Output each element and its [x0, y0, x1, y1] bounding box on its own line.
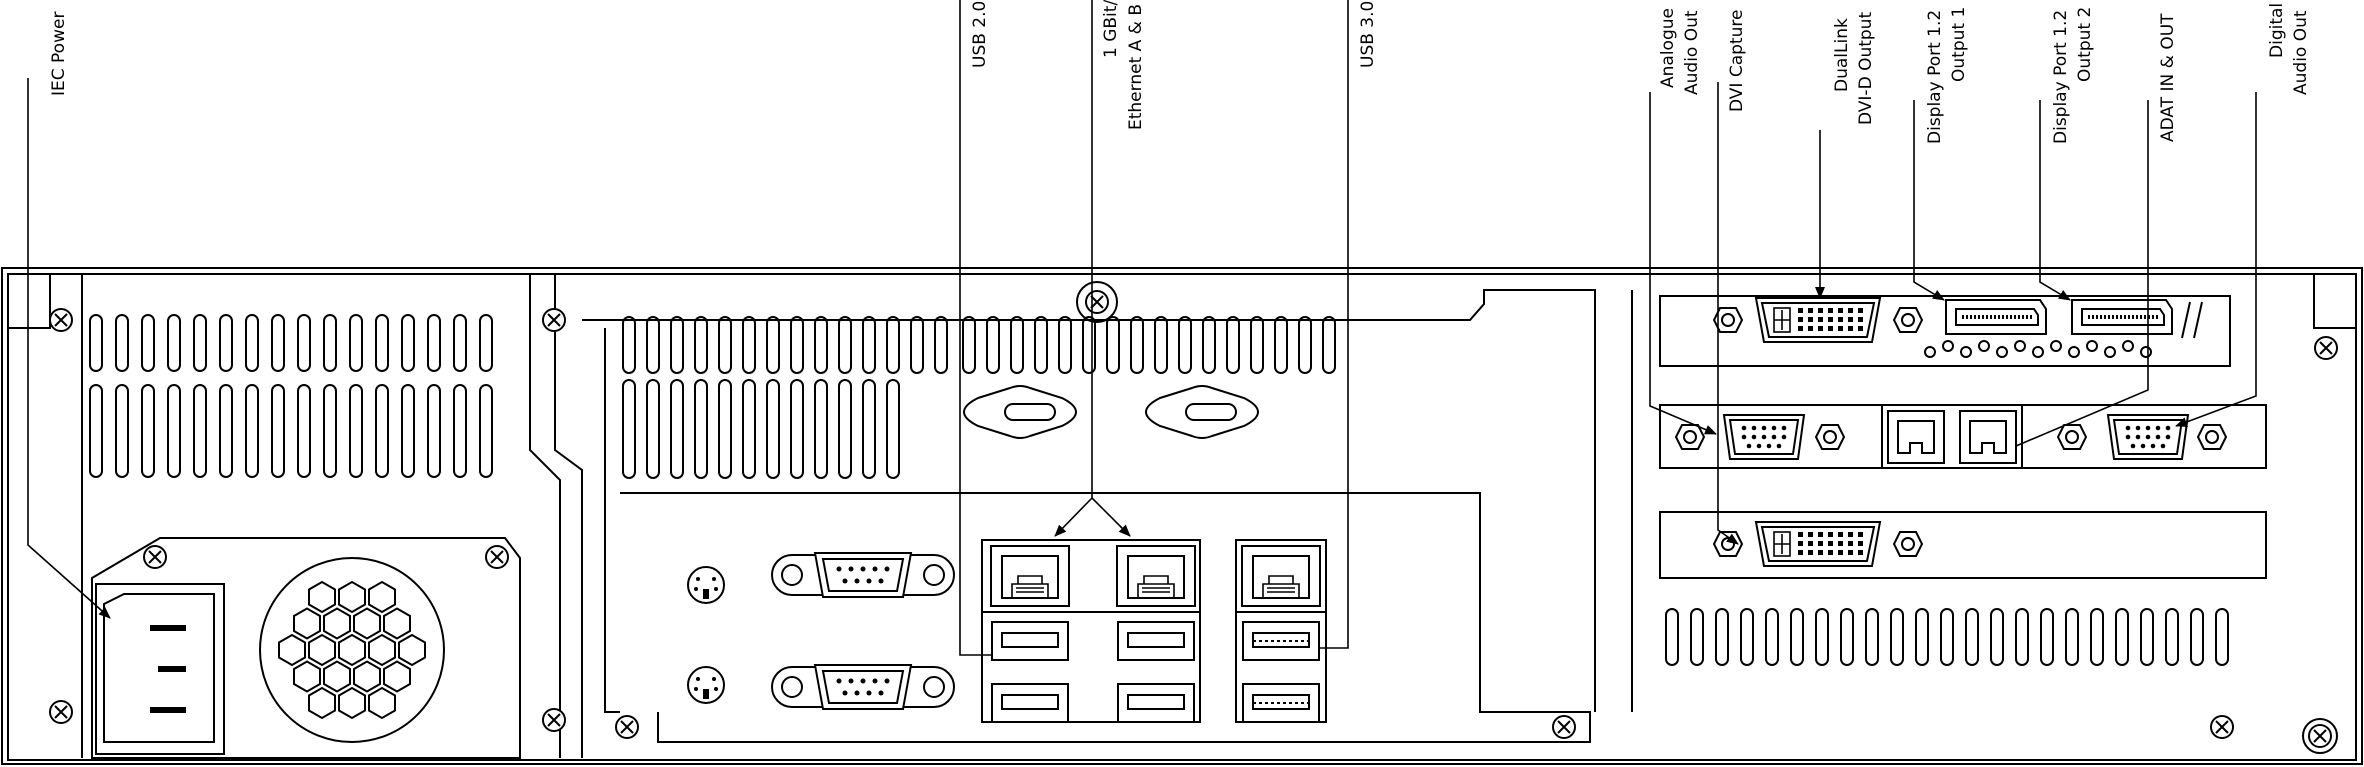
ps2-port — [687, 666, 725, 704]
adat-port — [1887, 410, 1945, 464]
ethernet-port-b — [1116, 545, 1196, 607]
fan-grille-hex — [368, 633, 396, 667]
screw-icon — [1552, 715, 1576, 739]
adat-port — [1959, 410, 2017, 464]
label-analogue-line1: Analogue — [1658, 8, 1678, 88]
fan-grille-hex — [338, 580, 366, 614]
screw-icon — [542, 308, 566, 332]
fan-grille-hex — [323, 660, 351, 693]
label-duallink-line1: DualLink — [1832, 18, 1852, 92]
fan-grille-hex — [353, 607, 381, 640]
fan-grille-hex — [308, 686, 336, 720]
screw-icon — [49, 308, 73, 332]
fan-grille-hex — [323, 607, 351, 640]
ethernet-port-c — [1241, 545, 1321, 607]
usb2-port — [991, 683, 1069, 723]
led-row — [1924, 340, 2152, 358]
psu-fan — [259, 557, 445, 743]
screw-icon — [1085, 290, 1109, 314]
duallink-dvi-port — [1755, 297, 1881, 343]
screw-icon — [2314, 336, 2338, 360]
fan-grille-hex — [368, 580, 396, 614]
label-ethernet-line2: Ethernet A & B — [1126, 4, 1146, 130]
ethernet-port-a — [990, 545, 1070, 607]
label-adat: ADAT IN & OUT — [2158, 13, 2178, 142]
screw-icon — [615, 715, 639, 739]
label-usb3: USB 3.0 — [1358, 1, 1378, 68]
fan-grille-hex — [308, 580, 336, 614]
fan-grille-hex — [383, 660, 411, 693]
psu-vent-slots — [89, 314, 493, 478]
db-cutout-1 — [963, 385, 1077, 439]
fan-grille-hex — [338, 686, 366, 720]
fan-grille-hex — [308, 633, 336, 667]
fan-grille-hex — [278, 633, 306, 667]
usb2-port — [991, 621, 1069, 661]
db-cutout-2 — [1145, 385, 1259, 439]
fan-grille-hex — [293, 607, 321, 640]
chassis — [1, 267, 2363, 765]
serial-port — [771, 664, 955, 710]
digital-audio-port — [2107, 414, 2189, 460]
hex-nut-icon — [1893, 531, 1923, 557]
label-usb2: USB 2.0 — [970, 1, 990, 68]
hex-nut-icon — [1675, 424, 1705, 450]
io-shield-slots — [622, 316, 1336, 479]
label-digital-line1: Digital — [2267, 3, 2287, 58]
screw-icon — [2308, 724, 2332, 748]
fan-grille-hex — [353, 660, 381, 693]
label-dp1-line2: Output 1 — [1949, 7, 1969, 82]
fan-grille-hex — [338, 633, 366, 667]
serial-port — [771, 552, 955, 598]
ps2-port — [687, 566, 725, 604]
label-dp2-line1: Display Port 1.2 — [2051, 10, 2071, 144]
screw-icon — [542, 708, 566, 732]
fan-grille-hex — [293, 660, 321, 693]
label-iec-power: IEC Power — [49, 12, 69, 96]
dvi-capture-port — [1755, 521, 1881, 567]
hex-nut-icon — [2057, 424, 2087, 450]
label-analogue-line2: Audio Out — [1682, 10, 1702, 95]
motherboard-section — [542, 274, 1596, 758]
fan-grille-hex — [398, 633, 426, 667]
usb2-port — [1117, 621, 1195, 661]
fan-grille-hex — [368, 686, 396, 720]
expansion-cards-section — [1631, 290, 2338, 754]
hex-nut-icon — [1815, 424, 1845, 450]
hex-nut-icon — [2197, 424, 2227, 450]
screw-icon — [143, 545, 167, 569]
displayport-2 — [2070, 298, 2174, 336]
label-dvi-capture: DVI Capture — [1727, 10, 1747, 112]
card-vent-slots — [1665, 608, 2229, 666]
analogue-audio-port — [1723, 414, 1805, 460]
ethernet-usb-block-a — [981, 539, 1201, 723]
power-supply-section — [49, 274, 561, 759]
callout-lines — [27, 0, 2257, 656]
label-dp1-line1: Display Port 1.2 — [1925, 10, 1945, 144]
iec-power-socket — [95, 583, 225, 755]
callout-labels: IEC Power USB 2.0 1 GBit/s Ethernet A & … — [49, 0, 2311, 144]
screw-icon — [2210, 715, 2234, 739]
label-digital-line2: Audio Out — [2291, 10, 2311, 95]
label-ethernet-line1: 1 GBit/s — [1101, 0, 1121, 58]
label-duallink-line2: DVI-D Output — [1856, 12, 1876, 125]
usb2-port — [1117, 683, 1195, 723]
hex-nut-icon — [1893, 307, 1923, 333]
screw-icon — [485, 545, 509, 569]
displayport-1 — [1944, 298, 2048, 336]
ethernet-usb-block-b — [1235, 539, 1327, 723]
fan-grille-hex — [383, 607, 411, 640]
screw-icon — [49, 700, 73, 724]
label-dp2-line2: Output 2 — [2075, 7, 2095, 82]
